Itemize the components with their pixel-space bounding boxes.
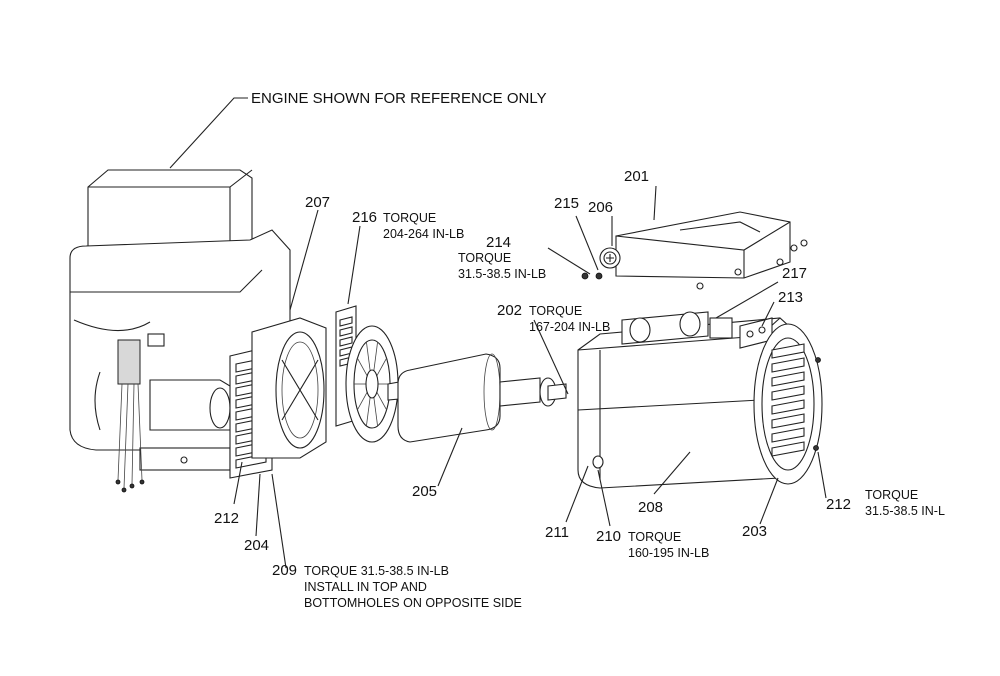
callout-212a-number: 212: [214, 510, 239, 527]
leader-lines: [169, 97, 827, 569]
louver-slot: [339, 326, 353, 337]
screw-cover-c: [696, 282, 704, 290]
callout-210-number: 210: [596, 528, 621, 545]
fan-216: [335, 305, 399, 443]
callout-207-number: 207: [305, 194, 330, 211]
fan-spoke: [366, 342, 371, 371]
callout-214-number: 214: [486, 234, 511, 251]
grille-slot: [771, 441, 805, 457]
fan-spoke: [357, 392, 368, 411]
capacitor-assembly-217: [621, 311, 733, 345]
grille-slot: [771, 371, 805, 387]
callout-204-number: 204: [244, 537, 269, 554]
plug-206: [599, 247, 621, 269]
fan-spoke: [373, 342, 378, 371]
callout-209-line2: INSTALL IN TOP AND: [304, 580, 427, 594]
screw-cover-b: [800, 239, 808, 247]
fan-spoke: [357, 357, 368, 376]
grille-slot: [771, 357, 805, 373]
callout-211-number: 211: [545, 524, 569, 541]
callout-212b-value: 31.5-38.5 IN-L: [865, 504, 945, 518]
callout-212b-torque: TORQUE: [865, 488, 918, 502]
cover-201: [615, 211, 791, 279]
callout-216-number: 216: [352, 209, 377, 226]
louver-slot: [339, 336, 353, 347]
callout-210-torque: TORQUE: [628, 530, 681, 544]
callout-216-value: 204-264 IN-LB: [383, 227, 464, 241]
callout-205-number: 205: [412, 483, 437, 500]
callout-202-number: 202: [497, 302, 522, 319]
screw-214: [581, 272, 589, 280]
callout-208-number: 208: [638, 499, 663, 516]
callout-216-torque: TORQUE: [383, 211, 436, 225]
fan-spoke: [376, 357, 387, 376]
grille-slot: [771, 343, 805, 359]
callout-217-number: 217: [782, 265, 807, 282]
callout-214-torque: TORQUE: [458, 251, 511, 265]
fan-spoke: [376, 392, 387, 411]
end-bell-203: [753, 323, 823, 485]
callout-202-value: 167-204 IN-LB: [529, 320, 610, 334]
callout-203-number: 203: [742, 523, 767, 540]
grille-slot: [771, 427, 805, 443]
screw-cover-a: [790, 244, 798, 252]
callout-209-number: 209: [272, 562, 297, 579]
louver-slot: [339, 316, 353, 327]
grille-slot: [771, 413, 805, 429]
callout-215-number: 215: [554, 195, 579, 212]
grille-slot: [771, 385, 805, 401]
callout-206-number: 206: [588, 199, 613, 216]
fan-spoke: [373, 397, 378, 426]
screw-215: [595, 272, 603, 280]
callout-209-line3: BOTTOMHOLES ON OPPOSITE SIDE: [304, 596, 522, 610]
callout-214-value: 31.5-38.5 IN-LB: [458, 267, 546, 281]
callout-213-number: 213: [778, 289, 803, 306]
callout-210-value: 160-195 IN-LB: [628, 546, 709, 560]
fan-spoke: [366, 397, 371, 426]
grille-slot: [771, 399, 805, 415]
callout-202-torque: TORQUE: [529, 304, 582, 318]
rotor-205: [387, 353, 567, 443]
callout-209-torque: TORQUE 31.5-38.5 IN-LB: [304, 564, 449, 578]
header-note: ENGINE SHOWN FOR REFERENCE ONLY: [251, 90, 547, 107]
callout-212b-number: 212: [826, 496, 851, 513]
adapter-207: [251, 317, 327, 459]
callout-201-number: 201: [624, 168, 649, 185]
labels: ENGINE SHOWN FOR REFERENCE ONLY 207 216 …: [214, 90, 945, 610]
